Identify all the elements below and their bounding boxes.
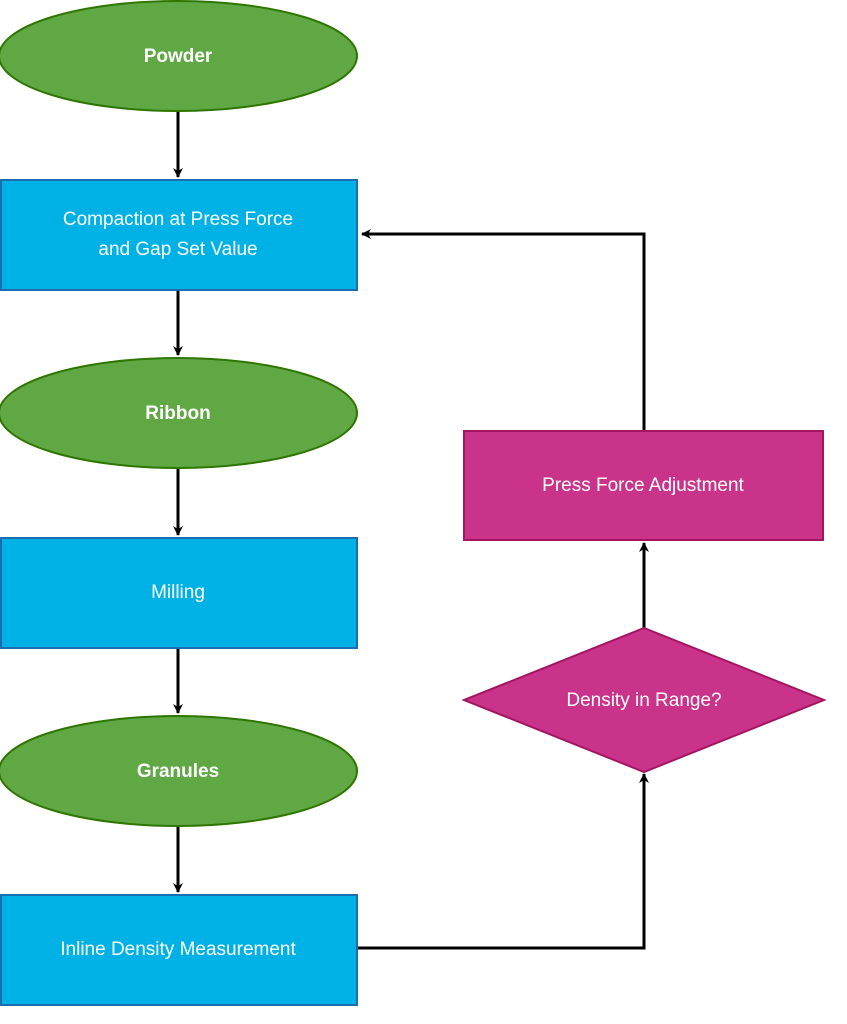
- milling-box: [0, 537, 358, 649]
- ribbon-ellipse: [0, 357, 358, 469]
- press-force-adjustment-label: Press Force Adjustment: [542, 475, 744, 496]
- powder-label: Powder: [144, 46, 213, 67]
- node-powder: Powder: [0, 0, 358, 112]
- node-granules: Granules: [0, 715, 358, 827]
- compaction-label-line2: and Gap Set Value: [98, 239, 257, 260]
- powder-ellipse: [0, 0, 358, 112]
- density-check-diamond: [461, 626, 827, 774]
- inline-density-box: [0, 894, 358, 1006]
- density-check-label: Density in Range?: [566, 690, 721, 711]
- node-compaction: Compaction at Press Force and Gap Set Va…: [0, 179, 358, 291]
- node-milling: Milling: [0, 537, 358, 649]
- connectors: [173, 112, 649, 950]
- inline-density-label: Inline Density Measurement: [60, 939, 296, 960]
- node-inline-density: Inline Density Measurement: [0, 894, 358, 1006]
- node-press-force-adjustment: Press Force Adjustment: [463, 430, 824, 541]
- ribbon-label: Ribbon: [145, 403, 210, 424]
- arrow-inline-density-to-density-check: [358, 773, 649, 950]
- node-density-check: Density in Range?: [461, 626, 827, 774]
- press-force-adjustment-box: [463, 430, 824, 541]
- milling-label: Milling: [151, 582, 205, 603]
- granules-ellipse: [0, 715, 358, 827]
- granules-label: Granules: [137, 761, 219, 782]
- compaction-box: [0, 179, 358, 291]
- compaction-label-line1: Compaction at Press Force: [63, 209, 293, 230]
- arrow-press-force-adjustment-to-compaction: [361, 229, 646, 430]
- node-ribbon: Ribbon: [0, 357, 358, 469]
